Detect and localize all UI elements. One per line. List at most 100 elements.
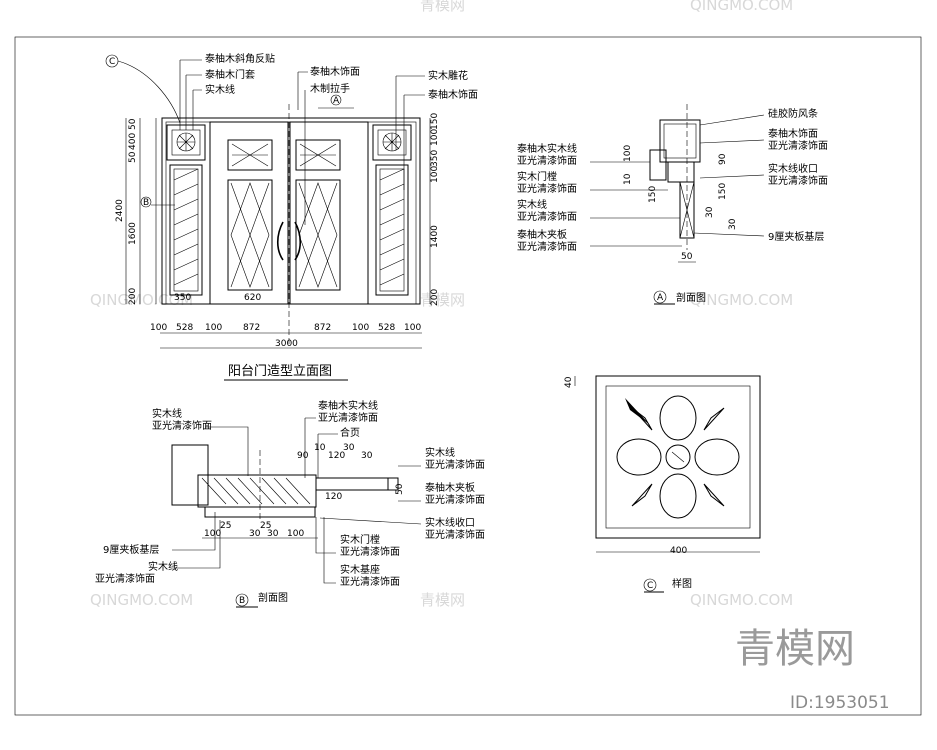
watermark-text: 青模网 <box>420 591 465 609</box>
svg-text:30: 30 <box>267 529 279 539</box>
svg-text:30: 30 <box>361 451 373 461</box>
svg-text:100: 100 <box>204 529 221 539</box>
svg-text:40: 40 <box>564 376 574 388</box>
svg-text:A: A <box>333 96 340 106</box>
svg-text:30: 30 <box>728 218 738 230</box>
section-a-label: 硅胶防风条 <box>768 107 818 120</box>
svg-text:100: 100 <box>430 166 440 183</box>
section-b-label: 泰柚木实木线 <box>318 399 378 412</box>
flower-carving-icon <box>616 395 740 519</box>
callout-label: 实木雕花 <box>428 69 468 82</box>
section-b-label: 9厘夹板基层 <box>103 543 159 556</box>
section-a-label: 亚光清漆饰面 <box>517 154 577 167</box>
carving-panel-right <box>372 124 412 161</box>
watermark-text: QINGMO.COM <box>690 0 793 14</box>
section-b-label: 实木基座 <box>340 563 380 576</box>
svg-text:25: 25 <box>220 521 231 531</box>
svg-text:200: 200 <box>128 288 138 305</box>
section-a-title: 剖面图 <box>676 291 706 304</box>
section-marker-b <box>235 593 249 607</box>
section-marker-b <box>140 196 152 208</box>
section-a-label: 泰柚木饰面 <box>768 127 818 140</box>
section-b-label: 亚光清漆饰面 <box>95 572 155 585</box>
section-a-label: 亚光清漆饰面 <box>517 210 577 223</box>
section-a: 泰柚木实木线 亚光清漆饰面 实木门樘 亚光清漆饰面 实木线 亚光清漆饰面 泰柚木… <box>517 104 828 305</box>
section-a-label: 亚光清漆饰面 <box>768 174 828 187</box>
elevation-dimensions: 50 400 50 1600 200 2400 150 100 350 100 … <box>115 113 440 381</box>
svg-text:350: 350 <box>430 150 440 167</box>
watermark-text: QINGMO.COM <box>690 591 793 609</box>
drawing-frame <box>14 36 922 716</box>
section-a-label: 亚光清漆饰面 <box>768 139 828 152</box>
section-b-label: 亚光清漆饰面 <box>425 458 485 471</box>
section-b-label: 亚光清漆饰面 <box>318 411 378 424</box>
section-b-label: 亚光清漆饰面 <box>340 575 400 588</box>
side-panel-left <box>169 164 203 296</box>
section-marker-a <box>330 94 342 106</box>
elevation-callouts: C 泰柚木斜角反贴 泰柚木门套 实木线 泰柚木饰面 木制拉手 A 实木雕花 泰柚… <box>105 52 478 225</box>
brand-watermark: 青模网 <box>735 626 855 672</box>
section-a-label: 亚光清漆饰面 <box>517 182 577 195</box>
svg-text:2400: 2400 <box>115 199 125 222</box>
svg-text:100: 100 <box>205 323 222 333</box>
door-handle-icon <box>294 221 302 261</box>
svg-text:528: 528 <box>176 323 193 333</box>
section-b-label: 实木线 <box>425 446 455 459</box>
section-marker-a <box>653 290 667 304</box>
callout-label: 泰柚木斜角反贴 <box>205 52 275 65</box>
section-b-title: 剖面图 <box>258 591 288 604</box>
section-b-label: 实木线收口 <box>425 516 475 529</box>
section-a-label: 实木门樘 <box>517 170 557 183</box>
svg-text:100: 100 <box>623 145 633 162</box>
svg-text:120: 120 <box>325 492 342 502</box>
svg-text:150: 150 <box>430 113 440 130</box>
section-b-label: 合页 <box>340 426 360 439</box>
svg-text:620: 620 <box>244 293 261 303</box>
sample-title: 样图 <box>672 577 692 590</box>
svg-text:150: 150 <box>718 183 728 200</box>
section-a-label: 实木线 <box>517 198 547 211</box>
section-b-label: 亚光清漆饰面 <box>425 528 485 541</box>
callout-label: 泰柚木饰面 <box>310 65 360 78</box>
svg-text:100: 100 <box>287 529 304 539</box>
door-leaf-left <box>209 121 289 305</box>
watermark-text: 青模网 <box>420 0 465 14</box>
svg-text:528: 528 <box>378 323 395 333</box>
section-b-label: 实木线 <box>148 560 178 573</box>
svg-text:350: 350 <box>174 293 191 303</box>
svg-text:B: B <box>143 198 149 208</box>
section-a-label: 泰柚木实木线 <box>517 142 577 155</box>
svg-text:10: 10 <box>623 173 633 185</box>
section-a-label: 亚光清漆饰面 <box>517 240 577 253</box>
side-panel-right <box>375 164 409 296</box>
svg-text:50: 50 <box>395 483 405 495</box>
section-a-label: 实木线收口 <box>768 162 818 175</box>
svg-text:400: 400 <box>670 546 687 556</box>
section-a-label: 9厘夹板基层 <box>768 230 824 243</box>
door-leaf-right <box>289 121 369 305</box>
door-frame-inner <box>165 121 417 305</box>
svg-text:C: C <box>109 57 115 67</box>
svg-text:90: 90 <box>297 451 309 461</box>
svg-text:30: 30 <box>249 529 261 539</box>
sample-outer-frame <box>595 375 761 539</box>
door-handle-icon <box>276 221 284 261</box>
svg-text:150: 150 <box>648 186 658 203</box>
callout-label: 泰柚木饰面 <box>428 88 478 101</box>
svg-text:30: 30 <box>705 206 715 218</box>
elevation-title: 阳台门造型立面图 <box>228 364 332 379</box>
section-a-label: 泰柚木夹板 <box>517 228 567 241</box>
svg-text:100: 100 <box>150 323 167 333</box>
svg-text:C: C <box>647 581 653 591</box>
section-b-label: 亚光清漆饰面 <box>425 493 485 506</box>
svg-text:50: 50 <box>128 151 138 163</box>
svg-text:1400: 1400 <box>430 225 440 248</box>
watermark-layer: QINGMO.COM 青模网 QINGMO.COM QINGMO.COM 青模网… <box>90 0 793 609</box>
svg-text:200: 200 <box>430 289 440 306</box>
svg-text:25: 25 <box>260 521 271 531</box>
section-b-label: 亚光清漆饰面 <box>152 419 212 432</box>
svg-text:50: 50 <box>681 252 693 262</box>
svg-text:872: 872 <box>243 323 260 333</box>
svg-text:100: 100 <box>404 323 421 333</box>
